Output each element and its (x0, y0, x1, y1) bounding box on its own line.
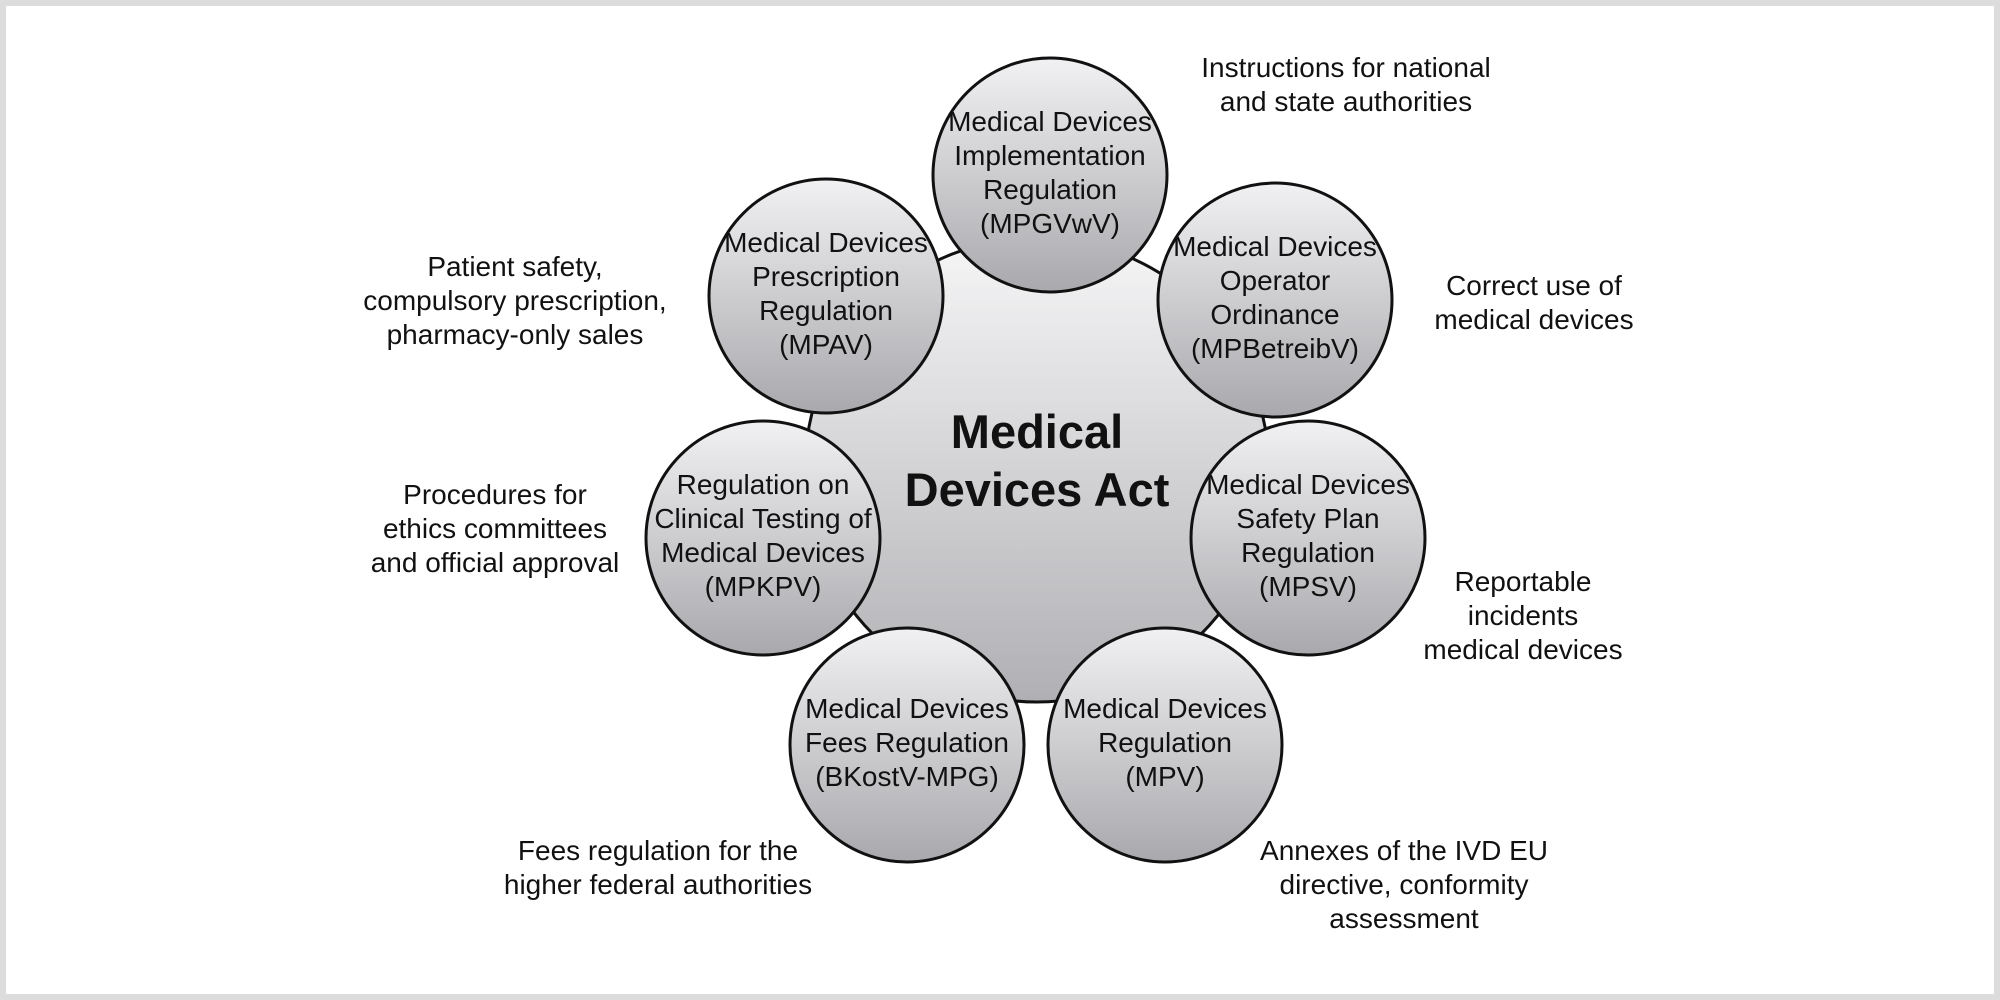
text-line: (MPV) (1125, 761, 1204, 792)
text-line: Prescription (752, 261, 900, 292)
caption-line: Correct use of (1446, 270, 1622, 301)
caption-line: incidents (1468, 600, 1579, 631)
caption-line: pharmacy-only sales (387, 319, 644, 350)
regulation-circle (1046, 626, 1284, 864)
text-line: Regulation (759, 295, 893, 326)
caption-line: Fees regulation for the (518, 835, 798, 866)
regulation-circle (1189, 419, 1427, 657)
text-line: Fees Regulation (805, 727, 1009, 758)
regulation-circle (707, 177, 945, 415)
caption-line: Instructions for national (1201, 52, 1491, 83)
text-line: Medical Devices (1063, 693, 1267, 724)
caption-line: Annexes of the IVD EU (1260, 835, 1548, 866)
text-line: Ordinance (1210, 299, 1339, 330)
text-line: Medical Devices (661, 537, 865, 568)
text-line: Operator (1220, 265, 1331, 296)
text-line: Implementation (954, 140, 1145, 171)
text-line: Medical Devices (1173, 231, 1377, 262)
regulation-circle (931, 56, 1169, 294)
caption-line: compulsory prescription, (363, 285, 666, 316)
text-line: (MPGVwV) (980, 208, 1120, 239)
text-line: Medical Devices (948, 106, 1152, 137)
caption-line: Patient safety, (427, 251, 602, 282)
text-line: Clinical Testing of (654, 503, 872, 534)
text-line: Medical Devices (724, 227, 928, 258)
text-line: (MPAV) (779, 329, 873, 360)
caption-line: medical devices (1434, 304, 1633, 335)
text-line: Safety Plan (1236, 503, 1379, 534)
text-line: (BKostV-MPG) (815, 761, 999, 792)
text-line: Regulation (1241, 537, 1375, 568)
caption-line: and official approval (371, 547, 620, 578)
text-line: Medical Devices (1206, 469, 1410, 500)
regulation-circle (1156, 181, 1394, 419)
caption-line: Reportable (1455, 566, 1592, 597)
text-line: Regulation (1098, 727, 1232, 758)
caption-line: and state authorities (1220, 86, 1472, 117)
caption-line: ethics committees (383, 513, 607, 544)
text-line: (MPKPV) (705, 571, 822, 602)
regulation-circle (644, 419, 882, 657)
caption-line: directive, conformity (1280, 869, 1529, 900)
text-line: Devices Act (905, 463, 1170, 516)
caption-line: assessment (1329, 903, 1479, 934)
regulation-circle (788, 626, 1026, 864)
text-line: Medical Devices (805, 693, 1009, 724)
caption-line: higher federal authorities (504, 869, 812, 900)
text-line: Regulation on (677, 469, 850, 500)
caption-line: medical devices (1423, 634, 1622, 665)
text-line: (MPBetreibV) (1191, 333, 1359, 364)
regulation-caption-mpav: Patient safety,compulsory prescription,p… (363, 251, 666, 350)
text-line: (MPSV) (1259, 571, 1357, 602)
text-line: Regulation (983, 174, 1117, 205)
caption-line: Procedures for (403, 479, 587, 510)
text-line: Medical (951, 405, 1123, 458)
